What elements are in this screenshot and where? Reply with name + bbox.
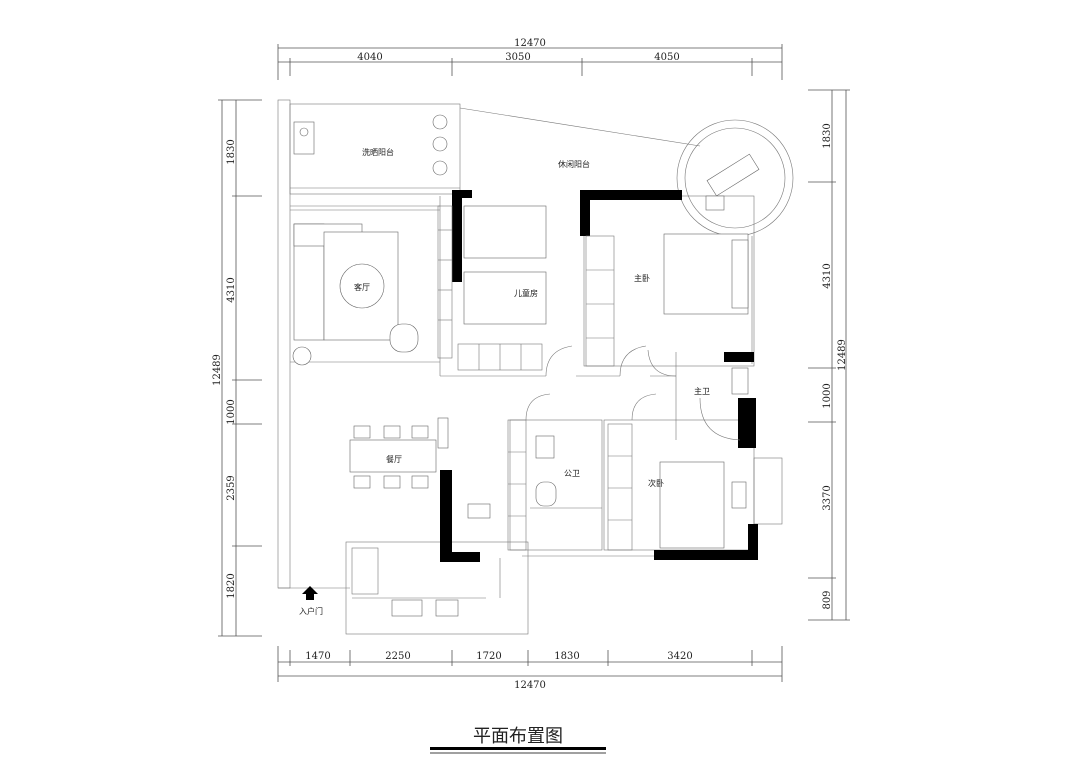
top-total-dim: 12470 — [514, 38, 546, 49]
label-second-bedroom: 次卧 — [648, 478, 664, 488]
bottom-dim-2: 2250 — [385, 651, 410, 662]
label-living-room: 客厅 — [354, 282, 370, 292]
structural-walls — [440, 190, 758, 562]
label-master-bedroom: 主卧 — [634, 273, 650, 283]
right-dim-2: 4310 — [822, 263, 833, 288]
right-dimensions: 1830 4310 1000 3370 809 12489 — [808, 89, 850, 621]
furniture — [292, 114, 760, 600]
door-swings — [525, 345, 677, 421]
left-dim-5: 1820 — [226, 573, 237, 598]
plan-title-text: 平面布置图 — [473, 726, 563, 747]
wardrobes — [437, 205, 633, 551]
left-dim-3: 1000 — [226, 399, 237, 424]
entrance-arrow-icon — [302, 586, 318, 600]
left-dim-2: 4310 — [226, 277, 237, 302]
right-dim-1: 1830 — [822, 123, 833, 148]
label-leisure-balcony: 休闲阳台 — [558, 159, 590, 169]
right-total-dim: 12489 — [837, 339, 848, 371]
top-dim-3: 4050 — [654, 52, 679, 63]
label-dining-room: 餐厅 — [386, 455, 402, 464]
bottom-dim-4: 1830 — [554, 651, 579, 662]
right-dim-5: 809 — [822, 590, 833, 609]
label-master-bath: 主卫 — [694, 386, 710, 396]
top-dim-2: 3050 — [505, 52, 530, 63]
bottom-total-dim: 12470 — [514, 680, 546, 691]
label-laundry-balcony: 洗晒阳台 — [362, 147, 394, 157]
right-dim-3: 1000 — [822, 383, 833, 408]
left-dim-4: 2359 — [226, 475, 237, 500]
title-underline-thick — [430, 747, 606, 750]
left-dimensions: 1830 4310 1000 2359 1820 12489 — [212, 99, 262, 637]
top-dimensions: 12470 4040 3050 4050 — [277, 38, 783, 80]
bottom-dim-5: 3420 — [667, 651, 692, 662]
bottom-dim-3: 1720 — [476, 651, 501, 662]
left-dim-1: 1830 — [226, 139, 237, 164]
bottom-dim-1: 1470 — [305, 651, 330, 662]
label-entrance: 入户门 — [299, 606, 323, 616]
top-dim-1: 4040 — [357, 52, 382, 63]
room-labels: 洗晒阳台 休闲阳台 客厅 儿童房 主卧 主卫 餐厅 公卫 次卧 入户门 — [299, 147, 710, 616]
label-public-bath: 公卫 — [564, 469, 580, 478]
right-dim-4: 3370 — [822, 485, 833, 510]
left-total-dim: 12489 — [212, 354, 223, 386]
plan-title: 平面布置图 — [430, 726, 606, 754]
bottom-dimensions: 1470 2250 1720 1830 3420 12470 — [277, 646, 783, 691]
label-childrens-room: 儿童房 — [514, 288, 538, 298]
